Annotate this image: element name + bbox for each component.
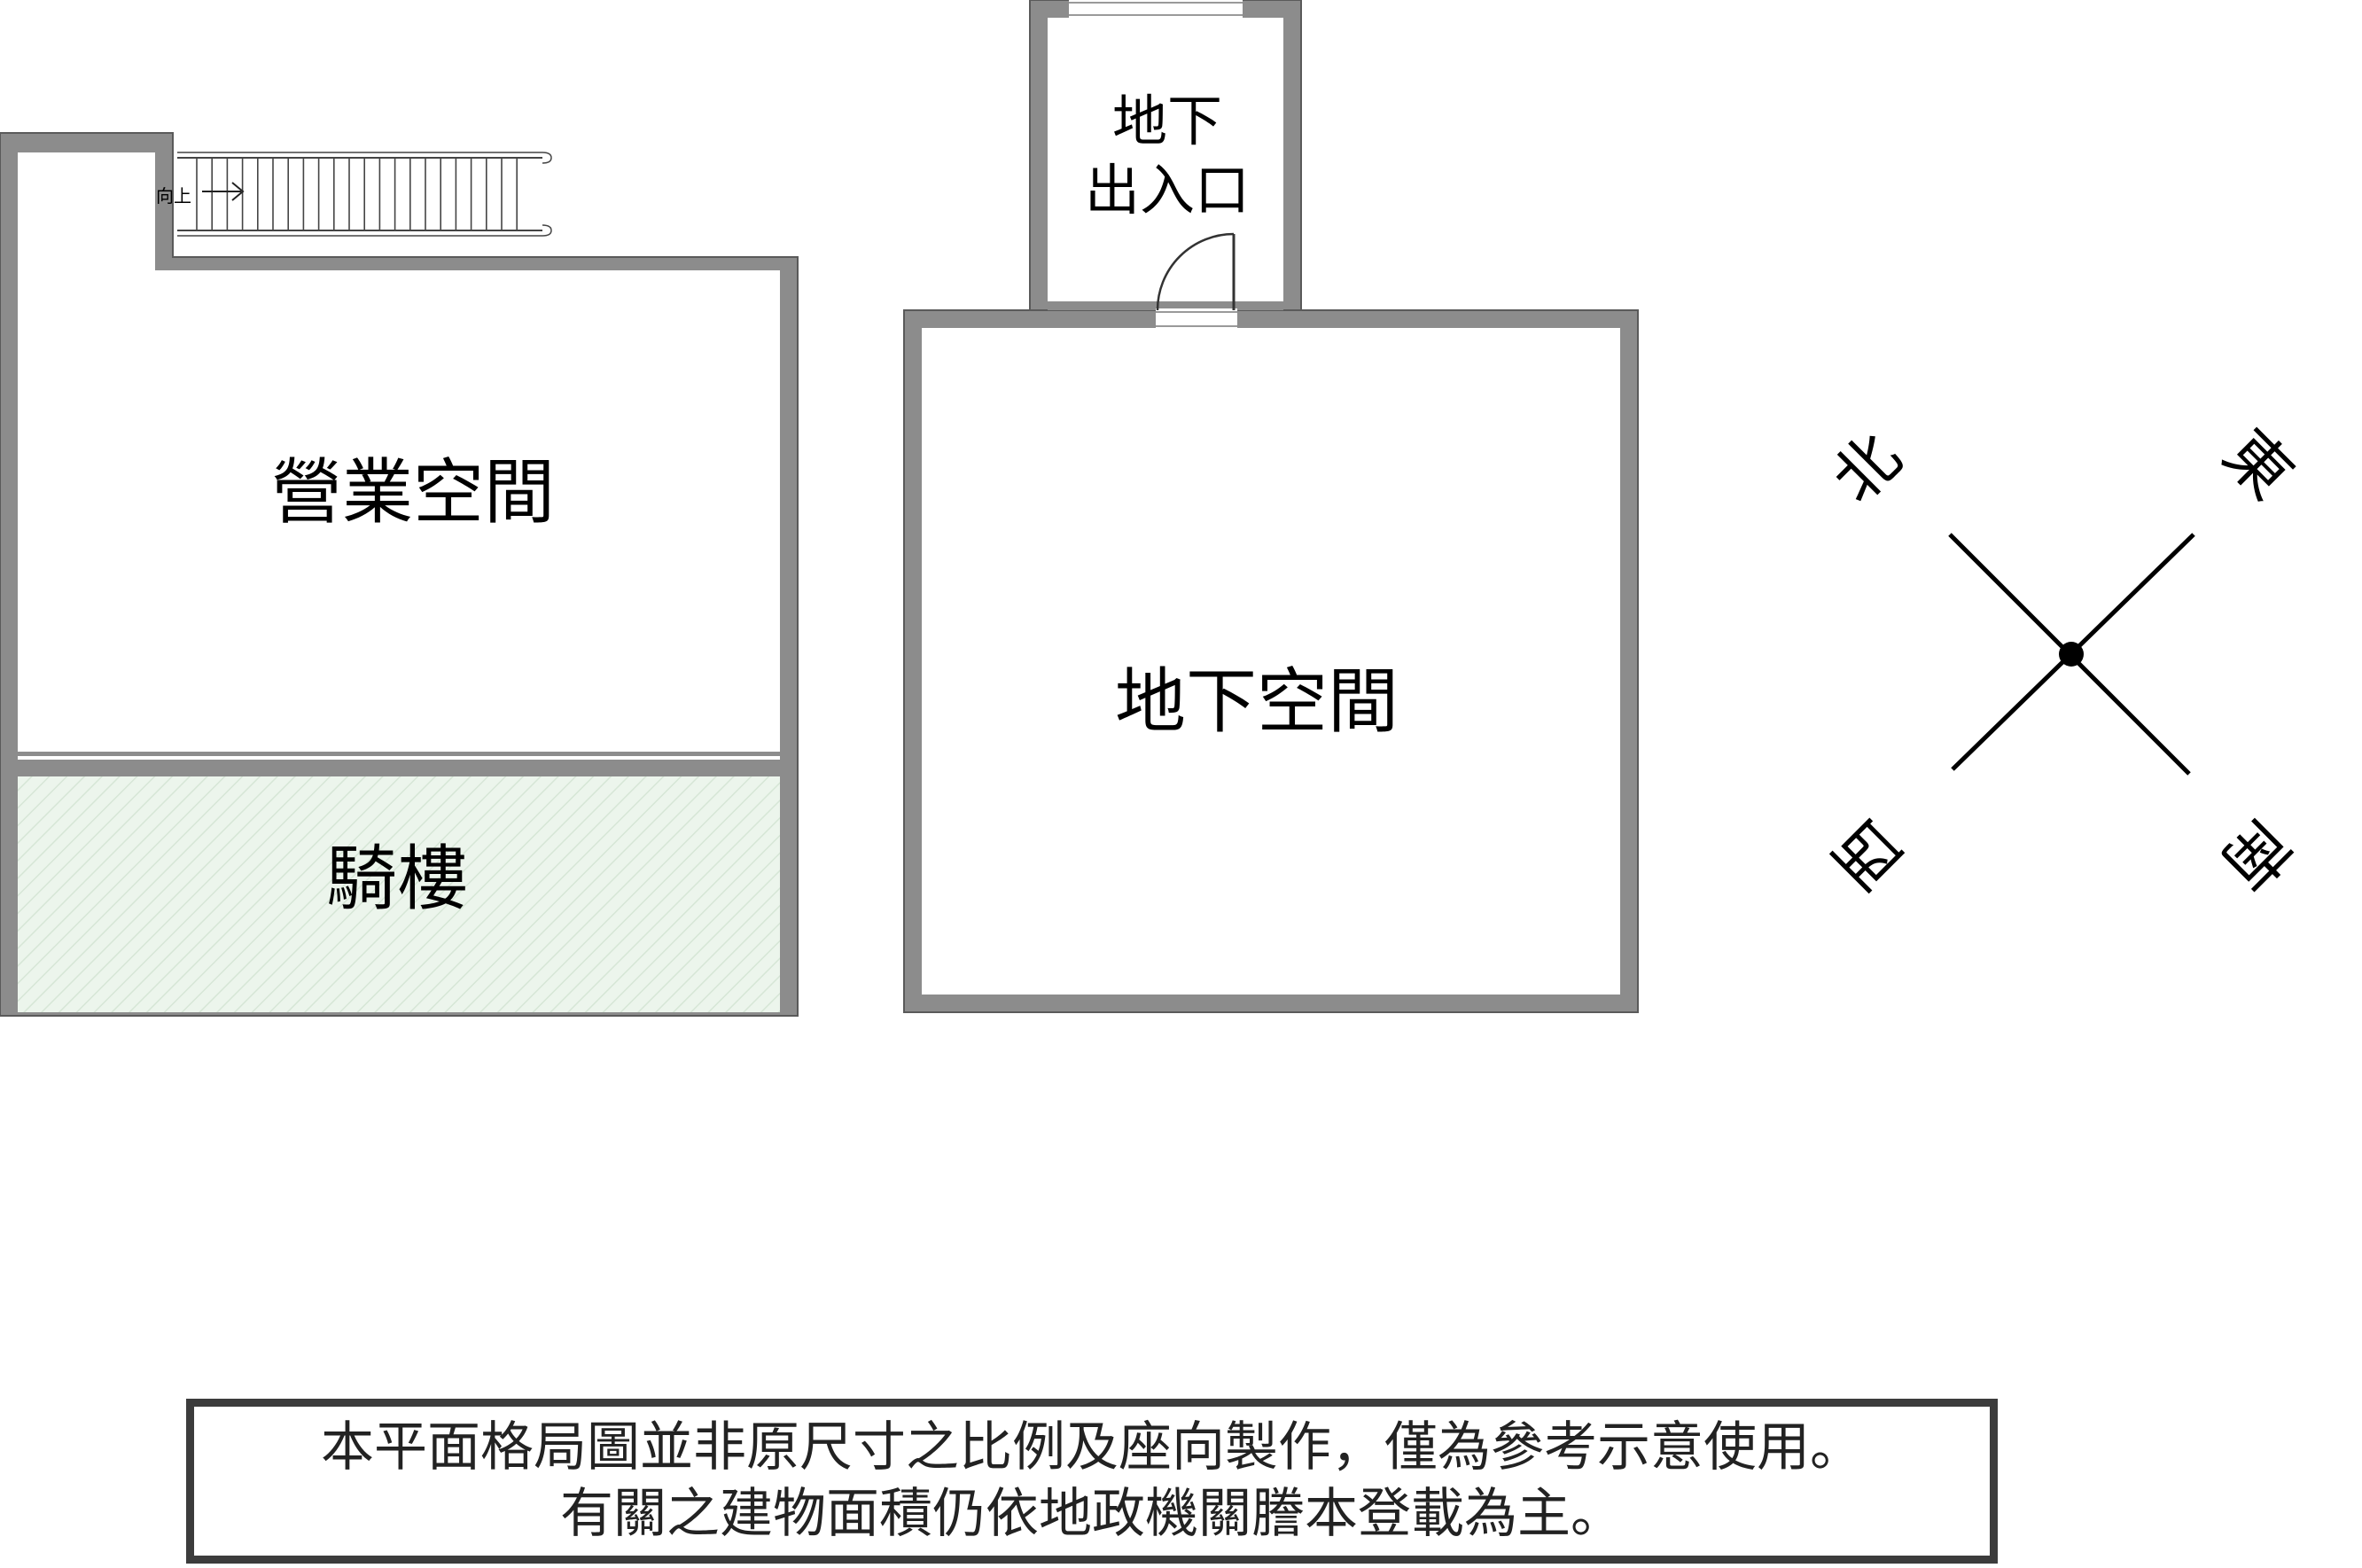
arcade-floor bbox=[18, 776, 780, 1012]
stairs bbox=[177, 152, 552, 237]
basement-entrance-line1: 地下 bbox=[1111, 89, 1222, 153]
stairs-up-label: 向上 bbox=[156, 185, 191, 207]
basement-entrance-line2: 出入口 bbox=[1084, 157, 1250, 222]
left-building bbox=[0, 132, 799, 1017]
right-building bbox=[903, 0, 1639, 1013]
basement-entrance-label: 地下 出入口 bbox=[1074, 87, 1260, 224]
compass bbox=[1948, 533, 2195, 776]
basement-door-swing bbox=[1156, 232, 1235, 311]
compass-center-dot bbox=[2059, 642, 2084, 667]
top-opening bbox=[1069, 0, 1243, 18]
business-space-floor bbox=[18, 152, 780, 752]
entrance-corridor-floor bbox=[1048, 18, 1283, 319]
basement-floor bbox=[922, 328, 1620, 995]
basement-space-label: 地下空間 bbox=[1115, 660, 1399, 743]
arcade-label: 騎樓 bbox=[326, 838, 468, 920]
business-space-label: 營業空間 bbox=[271, 451, 555, 534]
disclaimer-box: 本平面格局圖並非原尺寸之比例及座向製作，僅為參考示意使用。 有關之建物面積仍依地… bbox=[186, 1399, 1998, 1564]
disclaimer-line1: 本平面格局圖並非原尺寸之比例及座向製作，僅為參考示意使用。 bbox=[321, 1416, 1863, 1478]
stair-treads bbox=[196, 158, 518, 230]
arcade-divider bbox=[18, 752, 780, 776]
disclaimer-line2: 有關之建物面積仍依地政機關謄本登載為主。 bbox=[560, 1483, 1624, 1545]
